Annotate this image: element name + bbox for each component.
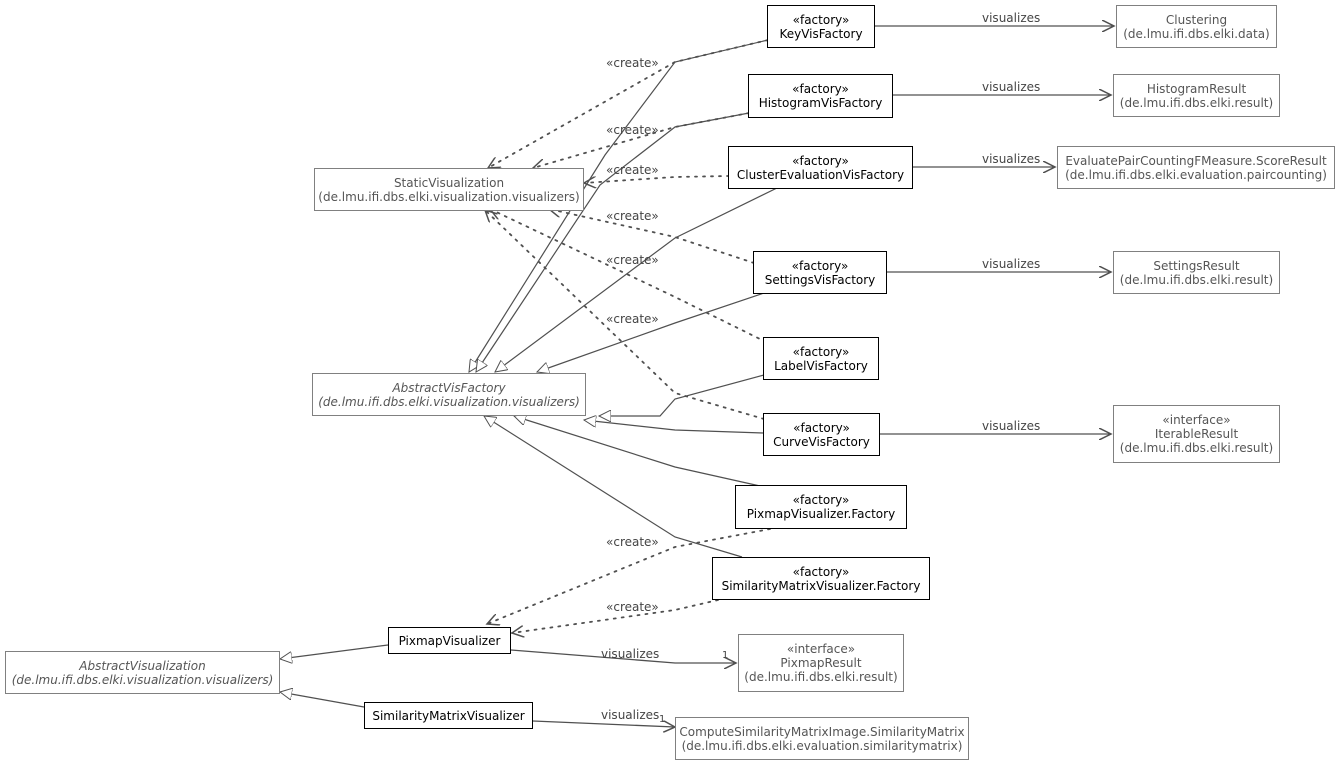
histvis-extends-edge: [476, 112, 750, 372]
pixmapvis-visualizes-edge: [510, 649, 736, 663]
generalizations: [280, 39, 780, 708]
simvis-visualizes-edge: [532, 720, 675, 727]
visualizes-associations: [510, 26, 1114, 727]
labelvis-create-edge: [490, 209, 767, 343]
stereotype-label: «factory»: [793, 420, 850, 435]
curvevisfactory-class[interactable]: «factory» CurveVisFactory: [763, 413, 880, 456]
package-name: (de.lmu.ifi.dbs.elki.result): [1119, 95, 1274, 110]
class-name: IterableResult: [1154, 427, 1239, 441]
settingsvis-extends-edge: [537, 292, 765, 372]
iterableresult-interface[interactable]: «interface» IterableResult (de.lmu.ifi.d…: [1113, 405, 1280, 463]
clusterevaluationvisfactory-class[interactable]: «factory» ClusterEvaluationVisFactory: [728, 146, 913, 189]
histvis-create-edge: [533, 112, 750, 168]
curvevis-visualizes-label: visualizes: [982, 419, 1041, 433]
clusteval-extends-edge: [495, 186, 780, 372]
keyvis-extends-edge: [469, 39, 769, 372]
pixmapfactory-create-edge: [487, 528, 771, 624]
clusteval-visualizes-label: visualizes: [982, 152, 1041, 166]
labelvis-extends-edge: [599, 374, 765, 416]
package-name: (de.lmu.ifi.dbs.elki.visualization.visua…: [318, 189, 580, 204]
class-name: AbstractVisFactory: [392, 380, 506, 395]
class-name: LabelVisFactory: [774, 358, 868, 373]
settingsvis-create-edge: [549, 209, 755, 264]
simvis-visualizes-label: visualizes: [601, 708, 660, 722]
similaritymatrix-multiplicity: 1: [659, 714, 666, 725]
pixmapresult-multiplicity: 1: [722, 650, 729, 661]
class-name: SimilarityMatrixVisualizer: [372, 708, 525, 723]
package-name: (de.lmu.ifi.dbs.elki.visualization.visua…: [11, 672, 274, 687]
class-name: Clustering: [1165, 12, 1228, 27]
class-name: EvaluatePairCountingFMeasure.ScoreResult: [1065, 153, 1327, 168]
class-name: SettingsVisFactory: [764, 272, 876, 287]
settingsresult-class[interactable]: SettingsResult (de.lmu.ifi.dbs.elki.resu…: [1113, 251, 1280, 294]
class-name: ComputeSimilarityMatrixImage.SimilarityM…: [679, 724, 965, 739]
class-name: SettingsResult: [1153, 258, 1240, 273]
package-name: (de.lmu.ifi.dbs.elki.evaluation.similari…: [681, 738, 963, 753]
class-name: PixmapVisualizer.Factory: [746, 507, 896, 521]
stereotype-label: «factory»: [792, 564, 850, 579]
package-name: (de.lmu.ifi.dbs.elki.result): [1119, 441, 1274, 455]
similaritymatrixvisualizer-factory-class[interactable]: «factory» SimilarityMatrixVisualizer.Fac…: [712, 557, 930, 600]
similaritymatrix-class[interactable]: ComputeSimilarityMatrixImage.SimilarityM…: [675, 717, 969, 760]
abstractvisfactory-class[interactable]: AbstractVisFactory (de.lmu.ifi.dbs.elki.…: [312, 373, 586, 416]
settingsvisfactory-class[interactable]: «factory» SettingsVisFactory: [753, 251, 887, 294]
stereotype-label: «factory»: [791, 258, 849, 273]
keyvis-visualizes-label: visualizes: [982, 11, 1041, 25]
pixmapresult-interface[interactable]: «interface» PixmapResult (de.lmu.ifi.dbs…: [738, 634, 904, 692]
simvis-extends-edge: [280, 692, 365, 708]
scoreresult-class[interactable]: EvaluatePairCountingFMeasure.ScoreResult…: [1057, 146, 1335, 189]
package-name: (de.lmu.ifi.dbs.elki.evaluation.paircoun…: [1065, 167, 1327, 182]
curvevis-extends-edge: [584, 420, 765, 434]
simfactory-create-edge: [512, 599, 719, 633]
class-name: ClusterEvaluationVisFactory: [736, 167, 905, 182]
class-name: SimilarityMatrixVisualizer.Factory: [721, 578, 921, 593]
stereotype-label: «factory»: [792, 82, 849, 96]
pixmapfactory-create-label: «create»: [606, 535, 659, 549]
clusteval-create-edge: [584, 175, 730, 183]
labelvis-create-label: «create»: [606, 253, 659, 267]
pixmapvis-visualizes-label: visualizes: [601, 647, 660, 661]
class-name: KeyVisFactory: [779, 26, 863, 41]
staticvisualization-class[interactable]: StaticVisualization (de.lmu.ifi.dbs.elki…: [314, 168, 584, 211]
pixmapfactory-extends-edge: [514, 416, 761, 487]
class-name: HistogramResult: [1146, 81, 1247, 96]
class-name: PixmapResult: [780, 656, 862, 670]
stereotype-label: «factory»: [792, 493, 850, 507]
stereotype-label: «factory»: [792, 344, 850, 359]
abstractvisualization-class[interactable]: AbstractVisualization (de.lmu.ifi.dbs.el…: [5, 651, 280, 694]
keyvisfactory-class[interactable]: «factory» KeyVisFactory: [767, 5, 875, 48]
histvis-visualizes-label: visualizes: [982, 80, 1041, 94]
stereotype-label: «factory»: [792, 153, 849, 168]
package-name: (de.lmu.ifi.dbs.elki.result): [744, 670, 898, 684]
similaritymatrixvisualizer-class[interactable]: SimilarityMatrixVisualizer: [364, 702, 533, 729]
stereotype-label: «factory»: [792, 12, 850, 27]
keyvis-create-label: «create»: [606, 56, 659, 70]
class-name: AbstractVisualization: [79, 658, 206, 673]
stereotype-label: «interface»: [1162, 413, 1231, 427]
simfactory-extends-edge: [484, 416, 743, 558]
package-name: (de.lmu.ifi.dbs.elki.result): [1119, 272, 1274, 287]
pixmapvisualizer-class[interactable]: PixmapVisualizer: [388, 627, 511, 654]
class-name: PixmapVisualizer: [398, 633, 501, 648]
clusteval-create-label: «create»: [606, 163, 659, 177]
package-name: (de.lmu.ifi.dbs.elki.visualization.visua…: [318, 394, 580, 409]
curvevis-create-label: «create»: [606, 312, 659, 326]
pixmapvis-extends-edge: [280, 644, 389, 659]
settingsvis-visualizes-label: visualizes: [982, 257, 1041, 271]
stereotype-label: «interface»: [786, 642, 856, 656]
class-name: CurveVisFactory: [773, 434, 870, 449]
package-name: (de.lmu.ifi.dbs.elki.data): [1123, 26, 1270, 41]
pixmapvisualizer-factory-class[interactable]: «factory» PixmapVisualizer.Factory: [735, 485, 907, 529]
class-name: StaticVisualization: [393, 175, 505, 190]
histvis-create-label: «create»: [606, 123, 659, 137]
histogramresult-class[interactable]: HistogramResult (de.lmu.ifi.dbs.elki.res…: [1113, 74, 1280, 117]
settingsvis-create-label: «create»: [606, 209, 659, 223]
labelvisfactory-class[interactable]: «factory» LabelVisFactory: [763, 337, 879, 380]
simfactory-create-label: «create»: [606, 600, 659, 614]
clustering-class[interactable]: Clustering (de.lmu.ifi.dbs.elki.data): [1116, 5, 1277, 48]
histogramvisfactory-class[interactable]: «factory» HistogramVisFactory: [748, 74, 893, 118]
class-name: HistogramVisFactory: [758, 96, 883, 110]
